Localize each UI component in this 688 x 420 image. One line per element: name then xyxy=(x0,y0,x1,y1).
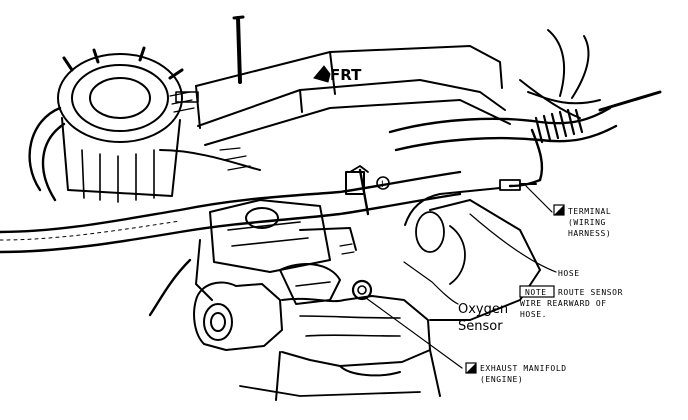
note-line1: ROUTE SENSOR xyxy=(558,288,623,297)
front-arrow-icon xyxy=(313,65,331,83)
front-direction-label: FRT xyxy=(330,66,362,84)
terminal-label-line1: TERMINAL xyxy=(568,207,611,216)
leader-lines xyxy=(365,185,557,369)
oxygen-sensor-line2: Sensor xyxy=(458,319,503,334)
callout-hose: HOSE xyxy=(558,269,580,278)
terminal-label-line3: HARNESS) xyxy=(568,229,611,238)
callout-terminal: TERMINAL (WIRING HARNESS) xyxy=(553,204,611,238)
note-line2: WIRE REARWARD OF xyxy=(520,299,607,308)
note-tag: NOTE xyxy=(525,288,547,297)
note-line3: HOSE. xyxy=(520,310,547,319)
callout-note: NOTE ROUTE SENSOR WIRE REARWARD OF HOSE. xyxy=(519,285,623,319)
front-direction-marker: FRT xyxy=(313,65,362,84)
callout-exhaust-manifold: EXHAUST MANIFOLD (ENGINE) xyxy=(465,362,567,384)
view-marker: I xyxy=(376,176,390,190)
exhaust-manifold-line2: (ENGINE) xyxy=(480,375,523,384)
view-marker-label: I xyxy=(381,180,384,190)
oxygen-sensor-line1: Oxygen xyxy=(458,302,508,317)
engine-drawing xyxy=(0,15,662,401)
callout-oxygen-sensor: Oxygen Sensor xyxy=(458,302,508,334)
terminal-label-line2: (WIRING xyxy=(568,218,606,227)
note-tag-box xyxy=(519,285,555,298)
exhaust-manifold-line1: EXHAUST MANIFOLD xyxy=(480,364,567,373)
hose-label: HOSE xyxy=(558,269,580,278)
